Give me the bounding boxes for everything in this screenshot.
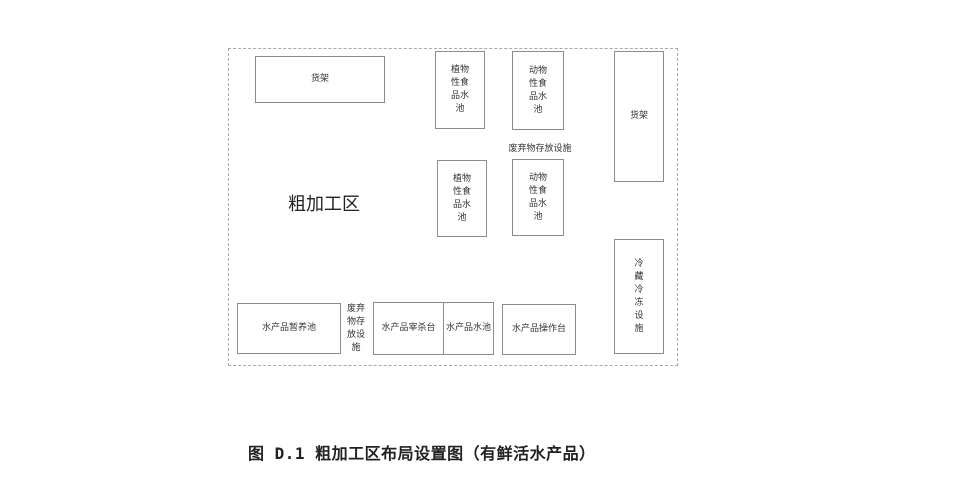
animal-sink-2-label: 动物性食品水池 (528, 172, 547, 222)
aquatic-work-table-label: 水产品操作台 (511, 324, 566, 334)
aquatic-sink-label: 水产品水池 (445, 323, 491, 333)
aquatic-work-table: 水产品操作台 (502, 304, 576, 355)
aquatic-holding-pool-label: 水产品暂养池 (261, 323, 316, 333)
animal-sink-1-label: 动物性食品水池 (528, 65, 547, 115)
waste-facility-middle-label: 废弃物存放设施 (508, 144, 572, 154)
floor-plan-boundary (228, 48, 678, 366)
shelf-top: 货架 (255, 56, 385, 103)
aquatic-slaughter-table-label: 水产品宰杀台 (381, 323, 436, 333)
shelf-right-label: 货架 (629, 111, 648, 121)
shelf-right: 货架 (614, 51, 664, 182)
aquatic-holding-pool: 水产品暂养池 (237, 303, 341, 354)
plant-sink-1-label: 植物性食品水池 (450, 65, 469, 114)
plant-sink-2-label: 植物性食品水池 (452, 173, 471, 223)
shelf-top-label: 货架 (310, 74, 329, 84)
figure-caption: 图 D.1 粗加工区布局设置图（有鲜活水产品） (248, 444, 596, 463)
animal-sink-1: 动物性食品水池 (512, 51, 564, 130)
zone-label: 粗加工区 (288, 194, 360, 215)
animal-sink-2: 动物性食品水池 (512, 159, 564, 236)
aquatic-sink: 水产品水池 (443, 302, 494, 355)
cold-storage: 冷藏冷冻设施 (614, 239, 664, 354)
aquatic-slaughter-table: 水产品宰杀台 (373, 302, 444, 355)
cold-storage-label: 冷藏冷冻设施 (634, 258, 644, 334)
waste-facility-bottom-label: 废弃物存放设施 (346, 304, 365, 353)
plant-sink-1: 植物性食品水池 (435, 51, 485, 129)
plant-sink-2: 植物性食品水池 (437, 160, 487, 237)
